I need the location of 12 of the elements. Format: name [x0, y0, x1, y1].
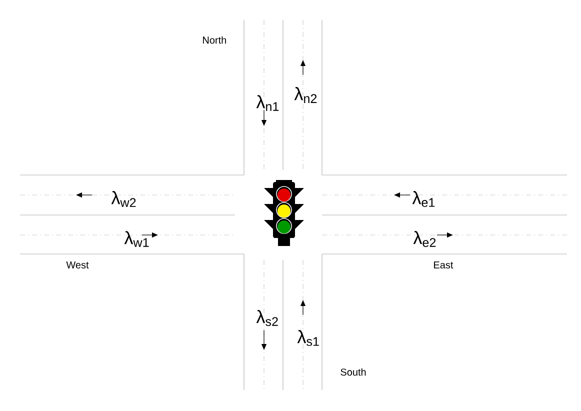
rate-label: λ$_{n2}$	[294, 87, 317, 103]
place-label: South	[340, 368, 366, 376]
place-label: West	[66, 262, 89, 268]
rate-label: λ$_{s1}$	[297, 330, 319, 346]
place-label: East	[434, 262, 454, 268]
place-label: North	[203, 36, 226, 44]
rate-label: λ$_{w1}$	[124, 231, 149, 247]
rate-label: λ$_{s2}$	[256, 310, 278, 326]
rate-label: λ$_{e1}$	[412, 191, 435, 207]
rate-label: λ$_{w2}$	[111, 191, 136, 207]
rate-label: λ$_{n1}$	[256, 95, 279, 111]
rate-label: λ$_{e2}$	[413, 230, 436, 247]
